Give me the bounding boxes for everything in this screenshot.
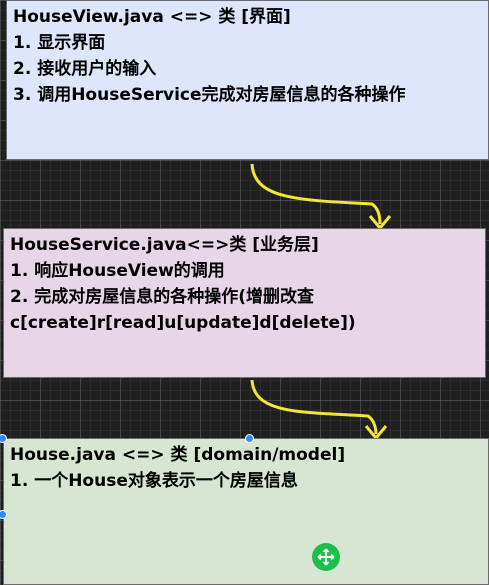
node-house-service[interactable]: HouseService.java<=>类 [业务层] 1. 响应HouseVi… — [3, 228, 486, 378]
arrow-view-to-service[interactable] — [240, 160, 400, 232]
move-handle-icon[interactable] — [312, 543, 340, 571]
node-house-service-line-2: 2. 完成对房屋信息的各种操作(增删改查 — [10, 287, 314, 307]
node-house-view[interactable]: HouseView.java <=> 类 [界面] 1. 显示界面 2. 接收用… — [6, 0, 489, 160]
node-house-view-line-1: 1. 显示界面 — [13, 33, 106, 53]
move-cross-icon — [317, 548, 335, 566]
node-house-view-title: HouseView.java <=> 类 [界面] — [13, 7, 291, 27]
node-house-service-line-3: c[create]r[read]u[update]d[delete]) — [10, 313, 356, 333]
node-house-view-line-3: 3. 调用HouseService完成对房屋信息的各种操作 — [13, 85, 406, 105]
node-house-domain[interactable]: House.java <=> 类 [domain/model] 1. 一个Hou… — [3, 438, 489, 585]
node-house-domain-title: House.java <=> 类 [domain/model] — [10, 445, 346, 465]
selection-handle-middle-left[interactable] — [0, 510, 7, 519]
selection-handle-top-left[interactable] — [0, 434, 7, 443]
selection-handle-top-middle[interactable] — [245, 434, 254, 443]
node-house-domain-line-1: 1. 一个House对象表示一个房屋信息 — [10, 471, 298, 491]
node-house-service-line-1: 1. 响应HouseView的调用 — [10, 261, 225, 281]
node-house-view-line-2: 2. 接收用户的输入 — [13, 59, 157, 79]
node-house-service-title: HouseService.java<=>类 [业务层] — [10, 235, 319, 255]
arrow-service-to-domain[interactable] — [240, 378, 400, 442]
